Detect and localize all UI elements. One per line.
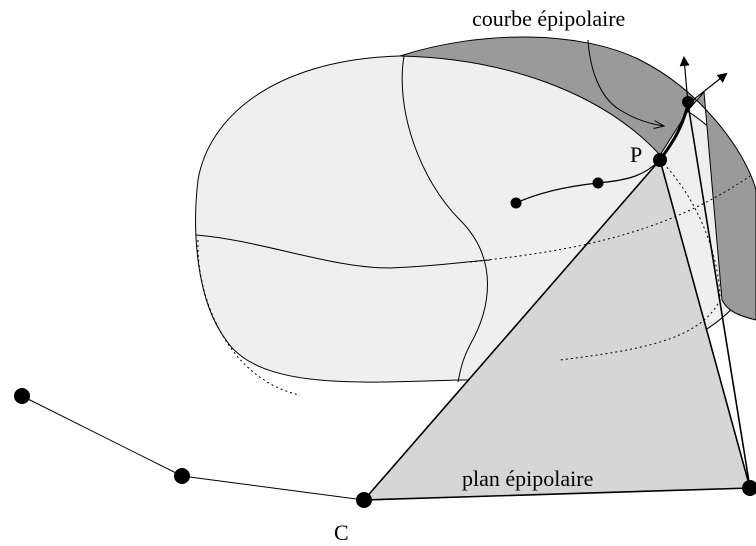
camera-point-far <box>742 480 756 496</box>
camera-path <box>21 395 365 501</box>
image-point-2 <box>510 197 522 209</box>
epipolar-plane <box>362 158 752 501</box>
dotted-horizontal-contour <box>469 175 751 263</box>
camera-center-point <box>356 492 372 508</box>
surface-vertical-curve <box>401 55 488 383</box>
viewing-ray-line <box>687 103 751 489</box>
point-c-label: C <box>334 520 349 545</box>
label-pointer-arrow <box>587 39 664 126</box>
surface-dark-region <box>399 36 756 321</box>
camera-point-1 <box>14 388 30 404</box>
image-point-1 <box>592 177 604 189</box>
tangent-arrow-right <box>687 72 728 105</box>
surface-horizontal-curve <box>195 234 491 269</box>
epipolar-plane-label: plan épipolaire <box>462 466 593 491</box>
point-p-label: P <box>630 142 642 167</box>
epipolar-curve-label: courbe épipolaire <box>472 6 625 31</box>
point-p <box>653 153 667 167</box>
camera-point-2 <box>174 468 190 484</box>
curve-tip-point <box>682 96 694 108</box>
